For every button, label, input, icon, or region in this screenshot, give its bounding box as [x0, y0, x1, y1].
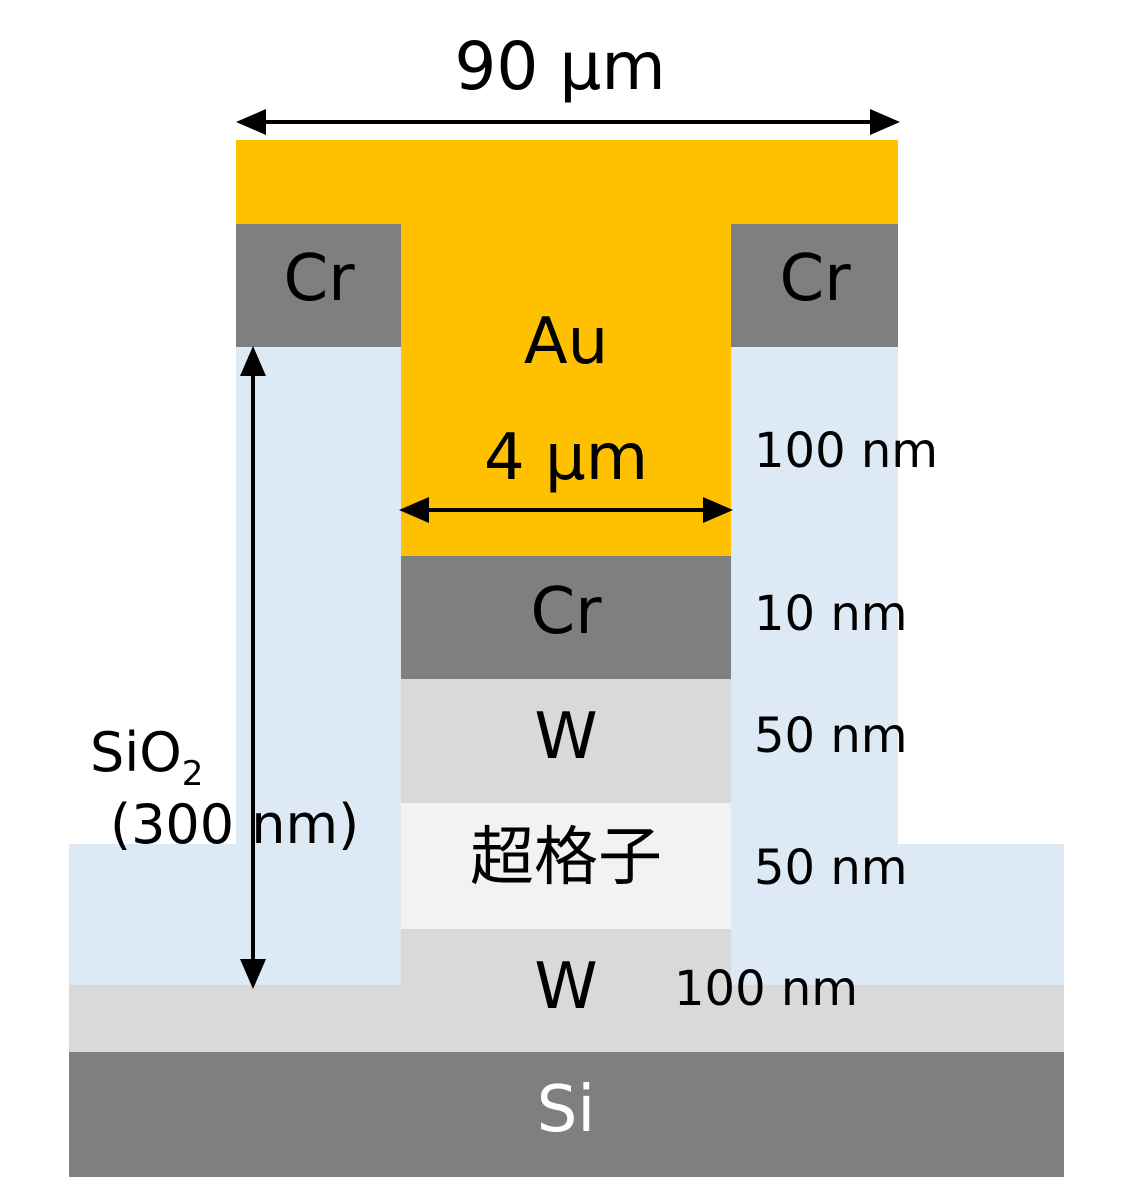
w-lower-thickness-label: 100 nm	[674, 961, 859, 1017]
au-stem-layer	[401, 224, 731, 556]
superlattice-label: 超格子	[470, 821, 662, 895]
cr-left-label: Cr	[283, 242, 355, 316]
superlattice-layer	[401, 803, 731, 929]
sio2-name-label: SiO2	[90, 726, 203, 792]
sio2-thickness-label: (300 nm)	[110, 793, 360, 856]
cr-center-layer	[401, 556, 731, 679]
width-90um-label: 90 μm	[454, 28, 666, 105]
sio2-left-base	[69, 844, 401, 985]
si-substrate	[69, 1052, 1064, 1177]
sio2-right-column	[731, 347, 898, 985]
au-label: Au	[523, 305, 609, 379]
sio2-left-column	[236, 347, 401, 844]
arrow-sio2-thickness	[240, 346, 266, 989]
w-bottom-layer	[69, 985, 1064, 1052]
cr-right-label: Cr	[779, 242, 851, 316]
sio2-right-base	[898, 844, 1064, 985]
au-thickness-label: 100 nm	[754, 423, 939, 479]
width-4um-label: 4 μm	[483, 421, 649, 495]
w-lower-center-layer	[401, 929, 731, 985]
w-lower-label: W	[534, 950, 598, 1024]
w-upper-layer	[401, 679, 731, 803]
superlattice-thickness-label: 50 nm	[754, 840, 908, 896]
cr-right-layer	[731, 224, 898, 347]
si-label: Si	[536, 1073, 596, 1147]
arrow-4um	[399, 497, 733, 523]
sio2-name: SiO	[90, 721, 182, 784]
cr-thickness-label: 10 nm	[754, 586, 908, 642]
au-top-layer	[236, 140, 898, 224]
sio2-subscript: 2	[181, 754, 204, 794]
cr-left-layer	[236, 224, 401, 347]
arrow-90um	[236, 109, 900, 135]
w-upper-thickness-label: 50 nm	[754, 708, 908, 764]
w-upper-label: W	[534, 700, 598, 774]
cr-center-label: Cr	[530, 575, 602, 649]
